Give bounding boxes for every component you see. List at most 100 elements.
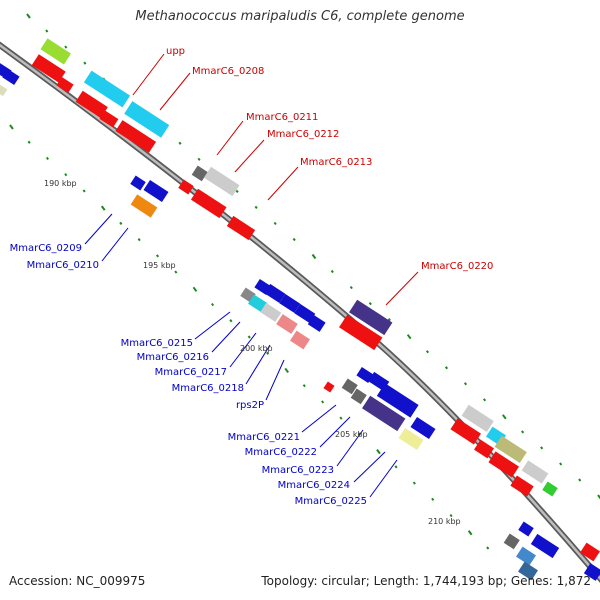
position-label: 195 kbp <box>143 261 176 270</box>
gene-block[interactable] <box>494 435 527 464</box>
gene-block[interactable] <box>130 175 146 191</box>
gene-label[interactable]: MmarC6_0213 <box>300 157 372 168</box>
ruler-tick <box>540 446 544 450</box>
ruler-tick <box>559 462 563 466</box>
gene-block[interactable] <box>580 542 600 562</box>
gene-block[interactable] <box>75 90 108 119</box>
gene-cluster-0209 <box>130 175 169 218</box>
gene-block[interactable] <box>31 54 66 83</box>
gene-block[interactable] <box>190 188 227 219</box>
gene-block[interactable] <box>410 416 436 440</box>
gene-label[interactable]: MmarC6_0220 <box>421 261 493 272</box>
ruler-tick <box>119 221 123 225</box>
gene-block[interactable] <box>115 120 157 153</box>
gene-cluster-upp <box>0 38 170 153</box>
gene-block[interactable] <box>583 563 600 581</box>
gene-block[interactable] <box>99 110 119 128</box>
gene-label[interactable]: MmarC6_0208 <box>192 66 264 77</box>
ruler-tick <box>482 398 487 402</box>
gene-block[interactable] <box>376 383 419 418</box>
ruler-tick <box>27 140 31 144</box>
gene-block[interactable] <box>191 165 208 182</box>
gene-label[interactable]: upp <box>166 46 185 57</box>
gene-label[interactable]: MmarC6_0223 <box>262 465 334 476</box>
ruler-tick <box>211 302 215 307</box>
ruler-tick <box>394 465 398 469</box>
gene-label[interactable]: MmarC6_0211 <box>246 112 318 123</box>
gene-label[interactable]: MmarC6_0209 <box>10 243 82 254</box>
gene-block[interactable] <box>40 38 72 65</box>
ruler-tick <box>229 319 233 323</box>
ruler-tick <box>266 351 270 355</box>
gene-block[interactable] <box>203 166 240 197</box>
gene-block[interactable] <box>248 294 268 313</box>
gene-block[interactable] <box>362 395 406 432</box>
gene-label[interactable]: MmarC6_0222 <box>245 447 317 458</box>
gene-block[interactable] <box>279 293 301 313</box>
gene-label[interactable]: MmarC6_0221 <box>228 432 300 443</box>
position-label: 190 kbp <box>44 179 77 188</box>
ruler-tick <box>467 530 473 536</box>
ruler-tick <box>235 189 239 193</box>
gene-label[interactable]: MmarC6_0217 <box>155 367 227 378</box>
gene-label[interactable]: rps2P <box>236 400 264 411</box>
gene-block[interactable] <box>518 521 534 537</box>
ruler-tick <box>311 253 317 260</box>
gene-block[interactable] <box>356 366 374 384</box>
ruler-tick <box>155 254 160 258</box>
gene-block[interactable] <box>0 83 8 97</box>
ruler-tick <box>137 238 141 242</box>
gene-cluster-0215 <box>240 278 326 350</box>
gene-block[interactable] <box>2 68 20 86</box>
gene-block[interactable] <box>124 101 170 138</box>
gene-block[interactable] <box>264 283 286 303</box>
gene-label[interactable]: MmarC6_0224 <box>278 480 350 491</box>
gene-block[interactable] <box>518 561 538 581</box>
gene-block[interactable] <box>341 378 358 395</box>
reverse-label-group: MmarC6_0209 MmarC6_0210 MmarC6_0215 Mmar… <box>10 243 367 507</box>
ruler-tick <box>368 302 372 306</box>
position-label: 200 kbp <box>240 344 273 353</box>
gene-block[interactable] <box>143 179 169 203</box>
ruler-tick <box>178 141 182 145</box>
accession-text: Accession: NC_009975 <box>9 574 146 588</box>
gene-label[interactable]: MmarC6_0215 <box>121 338 193 349</box>
gene-block[interactable] <box>307 314 326 332</box>
gene-block[interactable] <box>260 302 282 322</box>
gene-block[interactable] <box>530 533 560 559</box>
gene-block[interactable] <box>510 475 534 497</box>
gene-block[interactable] <box>349 299 393 336</box>
gene-block[interactable] <box>516 546 536 566</box>
ruler-tick <box>449 513 453 518</box>
gene-block[interactable] <box>339 314 383 351</box>
gene-label[interactable]: MmarC6_0225 <box>295 496 367 507</box>
ruler-tick <box>376 449 381 455</box>
gene-cluster-0221 <box>323 366 436 451</box>
gene-label[interactable]: MmarC6_0218 <box>172 383 244 394</box>
ruler-tick <box>174 270 178 274</box>
gene-block[interactable] <box>350 388 367 405</box>
gene-block[interactable] <box>323 381 335 393</box>
gene-block[interactable] <box>56 76 74 94</box>
gene-block[interactable] <box>398 427 424 451</box>
gene-block[interactable] <box>290 330 310 350</box>
gene-block[interactable] <box>178 179 194 195</box>
gene-block[interactable] <box>488 451 520 478</box>
gene-label[interactable]: MmarC6_0216 <box>137 352 209 363</box>
gene-block[interactable] <box>226 215 256 241</box>
reverse-label-leaders <box>84 213 398 498</box>
gene-label[interactable]: MmarC6_0212 <box>267 129 339 140</box>
gene-block[interactable] <box>542 481 558 497</box>
gene-block[interactable] <box>450 418 482 445</box>
ruler-tick <box>192 286 198 292</box>
gene-block[interactable] <box>130 194 158 218</box>
gene-block[interactable] <box>503 533 520 550</box>
gene-block[interactable] <box>521 460 549 484</box>
gene-block[interactable] <box>276 314 298 334</box>
gene-label[interactable]: MmarC6_0210 <box>27 260 99 271</box>
gene-block[interactable] <box>474 439 494 459</box>
gene-block[interactable] <box>294 303 316 323</box>
gene-block[interactable] <box>83 70 131 108</box>
gene-block[interactable] <box>461 404 494 433</box>
